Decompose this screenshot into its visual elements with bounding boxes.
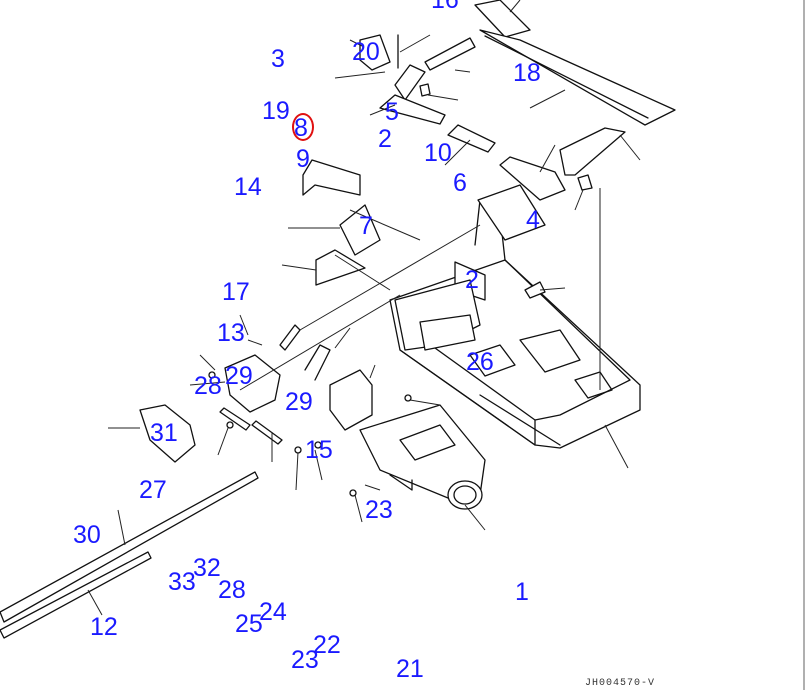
callout-30[interactable]: 30 [73,521,101,549]
callout-13[interactable]: 13 [217,319,245,347]
frame-border [803,0,805,690]
callout-10[interactable]: 10 [424,139,452,167]
callout-33[interactable]: 33 [168,568,196,596]
bracket-parts [302,159,546,351]
callout-23[interactable]: 23 [365,496,393,524]
callout-14[interactable]: 14 [234,173,262,201]
callout-22[interactable]: 22 [313,631,341,659]
callout-28[interactable]: 28 [194,372,222,400]
callout-17[interactable]: 17 [222,278,250,306]
callout-19[interactable]: 19 [262,97,290,125]
callout-2-lower[interactable]: 2 [465,266,479,294]
drawing-code: JH004570-V [585,678,656,689]
callout-3[interactable]: 3 [271,45,285,73]
callout-12[interactable]: 12 [90,613,118,641]
callout-27[interactable]: 27 [139,476,167,504]
callout-23-lower[interactable]: 23 [291,646,319,674]
callout-4[interactable]: 4 [526,206,540,234]
highlight-ring-callout-8 [292,113,314,141]
callout-1[interactable]: 1 [515,578,529,606]
callout-16[interactable]: 16 [431,0,459,14]
callout-25[interactable]: 25 [235,610,263,638]
callout-9[interactable]: 9 [296,145,310,173]
callout-32[interactable]: 32 [193,554,221,582]
left-side-parts [0,324,373,639]
callout-31[interactable]: 31 [150,419,178,447]
callout-18[interactable]: 18 [513,59,541,87]
callout-28-lower[interactable]: 28 [218,576,246,604]
callout-20[interactable]: 20 [352,38,380,66]
callout-29-lower[interactable]: 29 [285,388,313,416]
callout-21[interactable]: 21 [396,655,424,683]
upper-duct-parts [359,0,676,201]
leader-lines [87,0,641,616]
bolt-parts [208,371,412,497]
callout-29[interactable]: 29 [225,362,253,390]
callout-26[interactable]: 26 [466,348,494,376]
callout-24[interactable]: 24 [259,598,287,626]
callout-5[interactable]: 5 [385,98,399,126]
callout-15[interactable]: 15 [305,436,333,464]
blower-unit-part [359,404,486,510]
callout-7[interactable]: 7 [359,212,373,240]
callout-2[interactable]: 2 [378,125,392,153]
callout-6[interactable]: 6 [453,169,467,197]
